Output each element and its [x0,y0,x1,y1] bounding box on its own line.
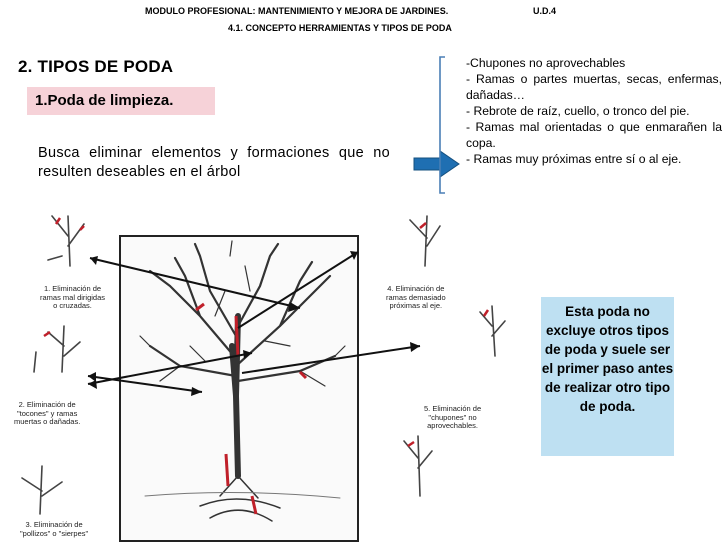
cut-marks [195,302,308,515]
sketch-3 [21,465,63,515]
caption-1: 1. Eliminación de ramas mal dirigidas o … [40,284,106,310]
pruning-items-list: -Chupones no aprovechables - Ramas o par… [466,55,722,167]
list-item: - Ramas o partes muertas, secas, enferma… [466,72,722,102]
header-topic: 4.1. CONCEPTO HERRAMIENTAS Y TIPOS DE PO… [228,23,452,33]
section-title: 2. TIPOS DE PODA [18,57,174,76]
pruning-illustration [21,215,506,542]
list-item: -Chupones no aprovechables [466,56,626,70]
sketch-1 [47,215,85,267]
header-unit: U.D.4 [533,6,557,16]
pointer-arrows [87,251,421,393]
subtitle-box: 1.Poda de limpieza. [27,87,215,115]
caption-2: 2. Eliminación de "tocones" y ramas muer… [14,400,81,426]
caption-5: 5. Eliminación de "chupones" no aprovech… [424,404,482,430]
sketch-6 [403,435,433,497]
sketch-2 [33,325,81,373]
caption-4: 4. Eliminación de ramas demasiado próxim… [386,284,446,310]
list-item: - Ramas muy próximas entre sí o al eje. [466,152,682,166]
caption-3: 3. Eliminación de "pollizos" o "sierpes" [20,520,89,538]
list-item: - Ramas mal orientadas o que enmarañen l… [466,120,722,150]
note-box: Esta poda no excluye otros tipos de poda… [541,297,674,456]
bracket-icon [439,56,445,194]
description-text: Busca eliminar elementos y formaciones q… [38,145,390,180]
sketch-4 [409,215,441,267]
sketch-5 [479,305,506,357]
header-module: MODULO PROFESIONAL: MANTENIMIENTO Y MEJO… [145,6,449,16]
list-item: - Rebrote de raíz, cuello, o tronco del … [466,104,690,118]
